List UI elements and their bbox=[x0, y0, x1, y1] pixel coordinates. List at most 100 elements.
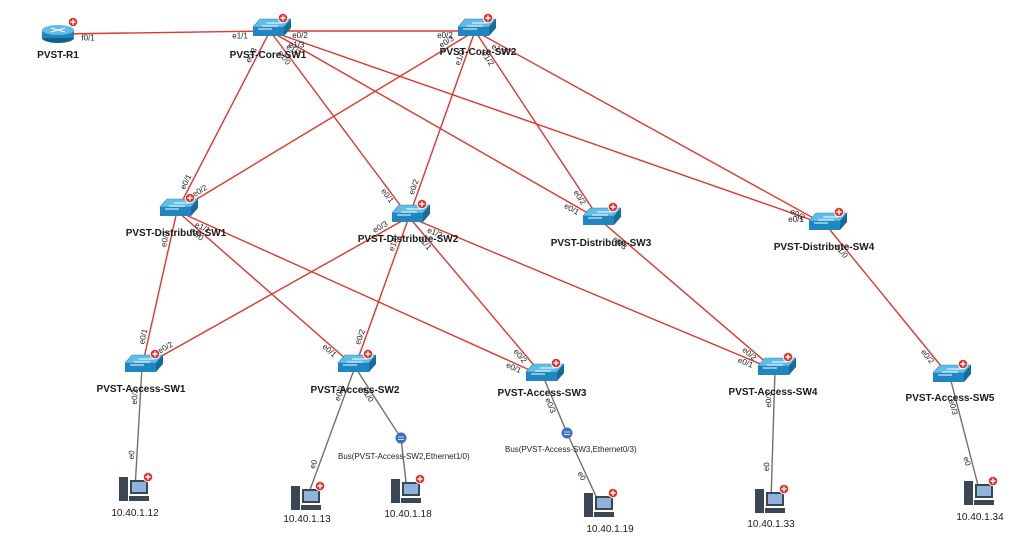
node-h18[interactable]: 10.40.1.18 bbox=[384, 473, 432, 520]
link-acc4-h33[interactable] bbox=[770, 369, 776, 502]
port-label: e0/2 bbox=[353, 328, 367, 346]
node-h34[interactable]: 10.40.1.34 bbox=[956, 475, 1004, 523]
port-label: e1/3 bbox=[289, 41, 305, 50]
link-core1-dist1[interactable] bbox=[176, 30, 271, 212]
node-acc1[interactable]: PVST-Access-SW1 bbox=[97, 348, 186, 395]
switch-side-face bbox=[369, 355, 376, 372]
node-acc2[interactable]: PVST-Access-SW2 bbox=[311, 348, 400, 396]
node-h13[interactable]: 10.40.1.13 bbox=[283, 480, 331, 525]
node-acc4[interactable]: PVST-Access-SW4 bbox=[729, 351, 818, 398]
switch-arrows bbox=[938, 368, 962, 376]
switch-arrows bbox=[588, 211, 612, 219]
switch-side-face bbox=[423, 205, 430, 222]
port-label: e0 bbox=[308, 458, 320, 470]
server-icon bbox=[964, 475, 999, 505]
node-label: PVST-Access-SW3 bbox=[498, 388, 587, 399]
server-icon bbox=[291, 480, 326, 510]
badge-bar-v bbox=[154, 351, 156, 357]
link-core1-dist4[interactable] bbox=[269, 30, 827, 226]
port-label: e0 bbox=[576, 470, 588, 482]
link-core2-dist1[interactable] bbox=[176, 30, 476, 212]
port-label: e0/2 bbox=[407, 178, 421, 196]
monitor-screen bbox=[977, 486, 991, 496]
switch-side-face bbox=[284, 19, 291, 36]
switch-arrows bbox=[165, 202, 189, 210]
port-label: e0/2 bbox=[292, 31, 308, 40]
link-core2-dist3[interactable] bbox=[474, 30, 601, 221]
node-label: PVST-Access-SW4 bbox=[729, 387, 818, 398]
node-label: 10.40.1.33 bbox=[747, 519, 795, 530]
node-dist3[interactable]: PVST-Distribute-SW3 bbox=[551, 201, 652, 249]
node-h12[interactable]: 10.40.1.12 bbox=[111, 471, 159, 519]
badge-bar-v bbox=[787, 354, 789, 360]
switch-front-face bbox=[933, 373, 964, 382]
link-acc3-bus3[interactable] bbox=[542, 375, 568, 434]
node-core2[interactable]: PVST-Core-SW2 bbox=[440, 12, 517, 58]
switch-icon bbox=[337, 348, 377, 372]
node-dist2[interactable]: PVST-Distribute-SW2 bbox=[358, 198, 459, 245]
badge-bar-v bbox=[419, 476, 421, 482]
link-dist2-acc4[interactable] bbox=[408, 216, 776, 371]
switch-arrows bbox=[463, 22, 487, 30]
port-label: e0 bbox=[961, 456, 972, 467]
bus-icon bbox=[395, 432, 407, 444]
badge-bar-v bbox=[612, 204, 614, 210]
link-acc5-h34[interactable] bbox=[949, 376, 981, 494]
link-core2-dist4[interactable] bbox=[474, 30, 827, 226]
server-icon bbox=[755, 483, 790, 513]
node-label: PVST-Distribute-SW1 bbox=[126, 228, 227, 239]
badge-bar-v bbox=[189, 195, 191, 201]
link-dist3-acc4[interactable] bbox=[599, 219, 776, 371]
node-dist1[interactable]: PVST-Distribute-SW1 bbox=[126, 192, 227, 239]
switch-side-face bbox=[156, 355, 163, 372]
node-acc5[interactable]: PVST-Access-SW5 bbox=[906, 358, 995, 404]
node-r1[interactable]: PVST-R1 bbox=[37, 16, 79, 61]
link-bus3-h19[interactable] bbox=[566, 432, 601, 506]
switch-front-face bbox=[392, 213, 423, 222]
link-dist4-acc5[interactable] bbox=[825, 224, 951, 378]
badge-bar-v bbox=[421, 201, 423, 207]
node-h19[interactable]: 10.40.1.19 bbox=[584, 487, 634, 535]
monitor-screen bbox=[768, 494, 782, 504]
port-label: e0/3 bbox=[130, 388, 140, 405]
server-icon bbox=[584, 487, 619, 517]
router-icon bbox=[42, 16, 79, 43]
node-label: PVST-Access-SW2 bbox=[311, 385, 400, 396]
badge-bar-v bbox=[555, 360, 557, 366]
badge-bar-v bbox=[147, 474, 149, 480]
link-core2-dist2[interactable] bbox=[408, 30, 476, 218]
keyboard bbox=[129, 496, 149, 501]
port-label: e0 bbox=[762, 462, 771, 472]
link-dist1-acc3[interactable] bbox=[176, 210, 544, 377]
node-acc3[interactable]: PVST-Access-SW3 bbox=[498, 357, 587, 399]
link-dist1-acc1[interactable] bbox=[141, 210, 178, 368]
node-bus2[interactable]: Bus(PVST-Access-SW2,Ethernet1/0) bbox=[338, 432, 470, 462]
badge-bar-v bbox=[367, 351, 369, 357]
switch-arrows bbox=[763, 361, 787, 369]
node-bus3[interactable]: Bus(PVST-Access-SW3,Ethernet0/3) bbox=[505, 427, 637, 455]
link-dist1-acc2[interactable] bbox=[176, 210, 356, 368]
node-label: PVST-Access-SW1 bbox=[97, 384, 186, 395]
switch-front-face bbox=[125, 363, 156, 372]
switch-arrows bbox=[397, 208, 421, 216]
node-core1[interactable]: PVST-Core-SW1 bbox=[230, 12, 307, 61]
server-tower bbox=[755, 489, 764, 513]
switch-arrows bbox=[814, 216, 838, 224]
link-core1-dist3[interactable] bbox=[269, 30, 601, 221]
link-acc2-h13[interactable] bbox=[306, 366, 356, 499]
link-dist2-acc1[interactable] bbox=[141, 216, 410, 368]
switch-icon bbox=[525, 357, 565, 381]
server-tower bbox=[291, 486, 300, 510]
switch-icon bbox=[124, 348, 164, 372]
node-dist4[interactable]: PVST-Distribute-SW4 bbox=[774, 206, 875, 253]
link-acc1-h12[interactable] bbox=[134, 366, 143, 490]
node-h33[interactable]: 10.40.1.33 bbox=[747, 483, 795, 530]
link-acc2-bus2[interactable] bbox=[354, 366, 402, 439]
link-dist2-acc3[interactable] bbox=[408, 216, 544, 377]
node-label: Bus(PVST-Access-SW3,Ethernet0/3) bbox=[505, 445, 637, 454]
monitor-screen bbox=[304, 491, 318, 501]
link-r1-core1[interactable] bbox=[57, 30, 271, 35]
link-dist2-acc2[interactable] bbox=[354, 216, 410, 368]
link-core1-dist2[interactable] bbox=[269, 30, 410, 218]
